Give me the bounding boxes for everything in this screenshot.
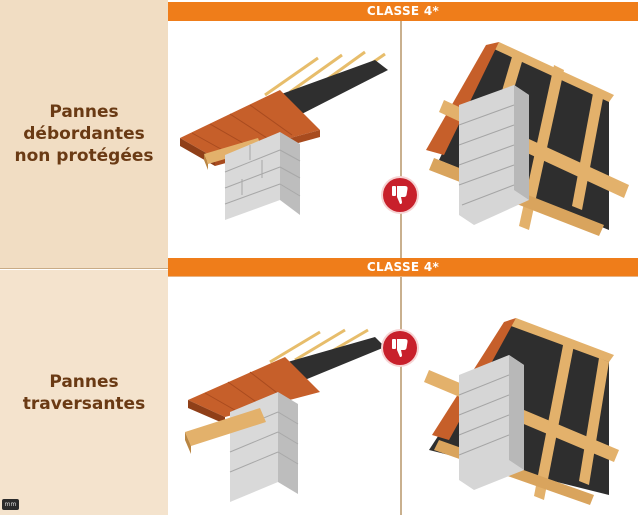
row1-label: Pannes débordantes non protégées xyxy=(14,102,154,166)
row2-divider xyxy=(400,277,402,515)
row2-label: Pannes traversantes xyxy=(22,371,146,414)
corner-badge: mm xyxy=(2,499,19,510)
row2-label-panel: Pannes traversantes xyxy=(0,270,168,515)
row1-divider xyxy=(400,21,402,258)
thumbs-down-icon xyxy=(383,331,417,365)
row2-header-underline xyxy=(168,276,638,277)
row2-exterior-illustration xyxy=(185,328,385,502)
row1-header: CLASSE 4* xyxy=(168,2,638,21)
row2-header: CLASSE 4* xyxy=(168,258,638,277)
row2-interior-illustration xyxy=(424,318,619,505)
row1-interior-illustration xyxy=(426,42,629,236)
row1-exterior-illustration xyxy=(180,50,388,220)
row1-label-panel: Pannes débordantes non protégées xyxy=(0,0,168,269)
thumbs-down-icon xyxy=(383,178,417,212)
